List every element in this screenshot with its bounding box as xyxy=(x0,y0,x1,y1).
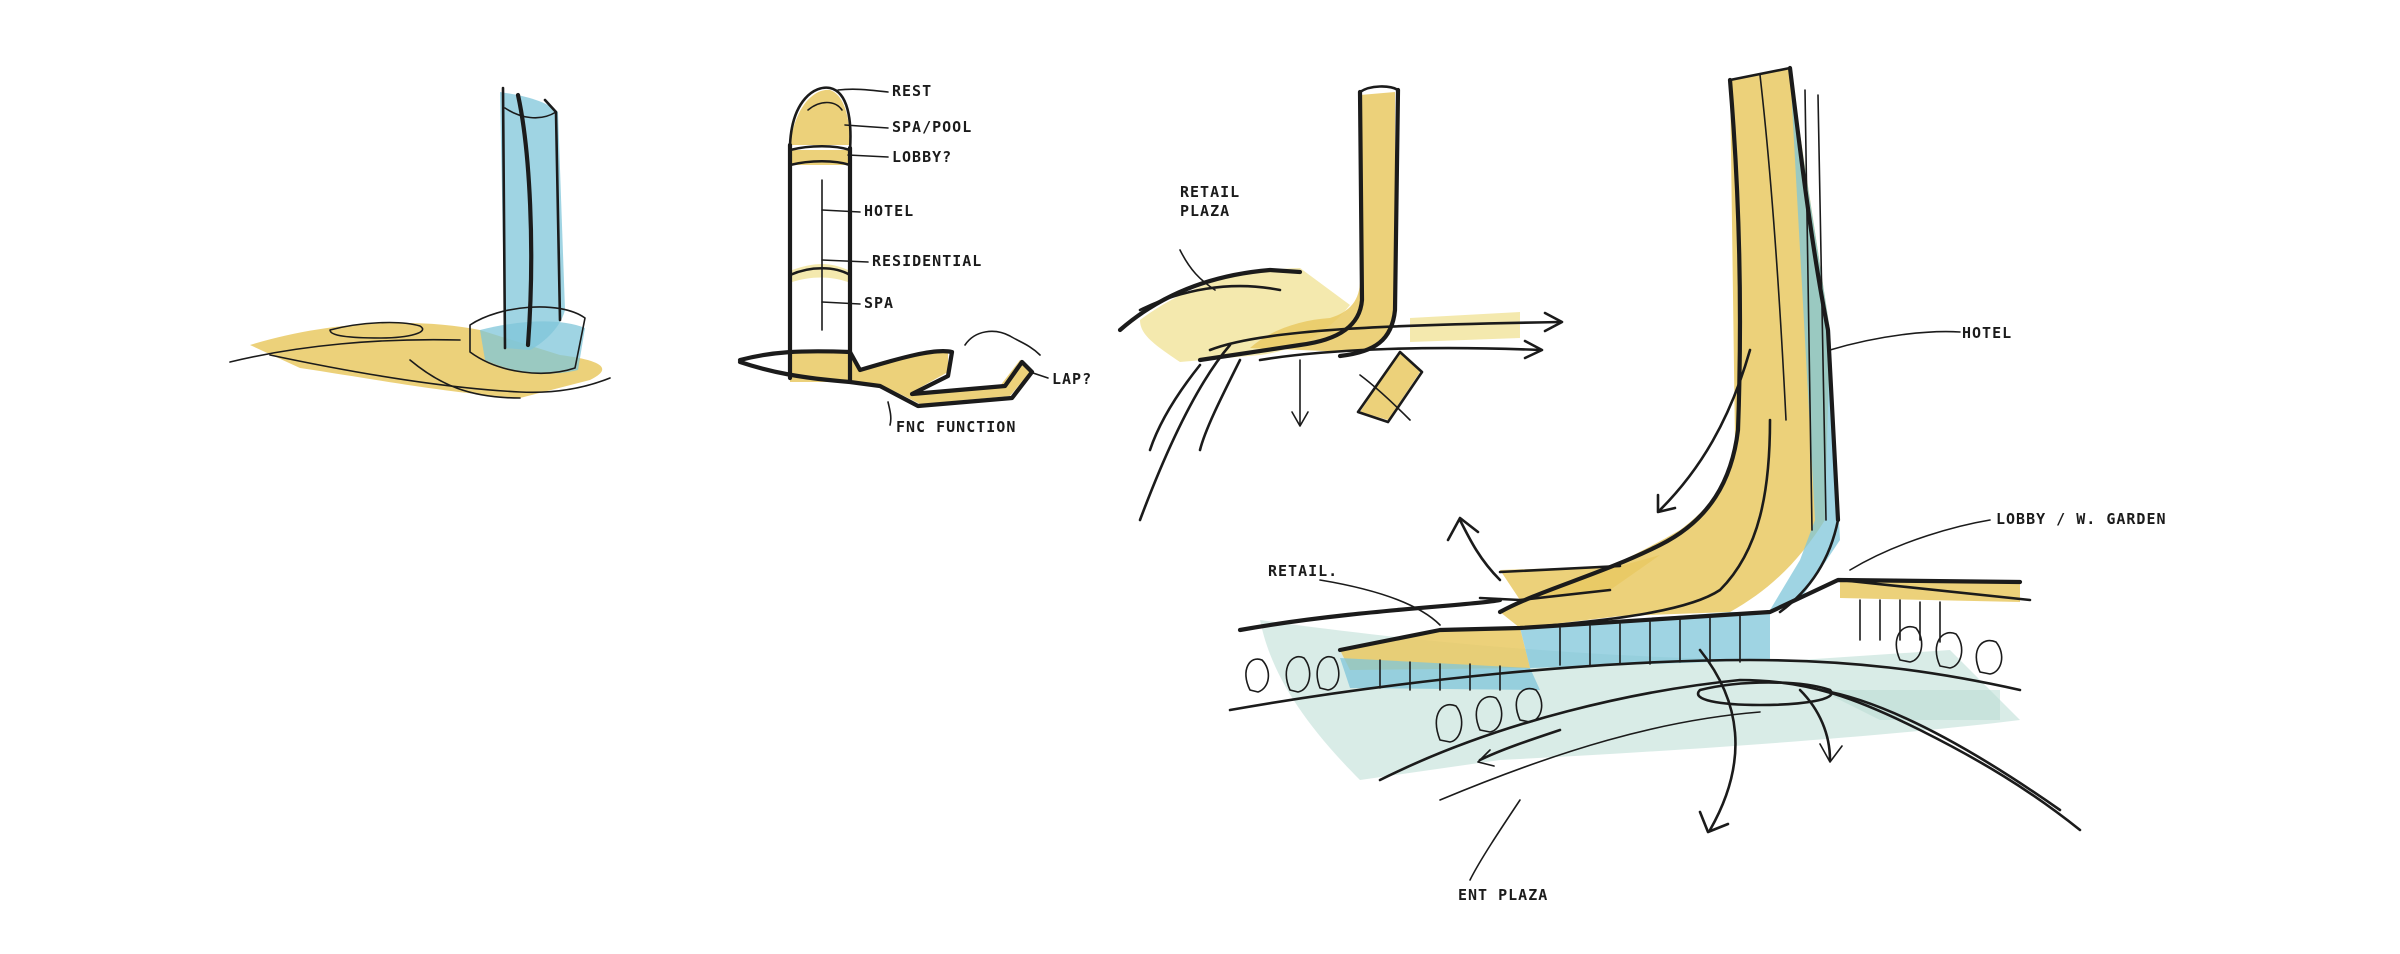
label-spa: SPA xyxy=(864,294,894,312)
label-lobby: LOBBY? xyxy=(892,148,952,166)
label-function: FNC FUNCTION xyxy=(896,418,1016,436)
labels-perspective-main: HOTEL LOBBY / W. GARDEN RETAIL. ENT PLAZ… xyxy=(1268,324,2167,904)
label-ent-plaza: ENT PLAZA xyxy=(1458,886,1548,904)
labels-l-tower-plaza: RETAIL PLAZA xyxy=(1180,183,1240,220)
label-hotel-main: HOTEL xyxy=(1962,324,2012,342)
label-spa-pool: SPA/POOL xyxy=(892,118,972,136)
sketch-tower-site xyxy=(229,86,611,399)
label-rest: REST xyxy=(892,82,932,100)
sketch-l-tower-plaza xyxy=(1117,85,1564,522)
sketch-perspective-main xyxy=(1228,65,2082,881)
sketch-program-stack xyxy=(737,86,1049,426)
label-retail-plaza-1: RETAIL xyxy=(1180,183,1240,201)
label-hotel-stack: HOTEL xyxy=(864,202,914,220)
label-lap: LAP? xyxy=(1052,370,1092,388)
label-lobby-garden: LOBBY / W. GARDEN xyxy=(1996,510,2167,528)
label-residential: RESIDENTIAL xyxy=(872,252,982,270)
label-retail-plaza-2: PLAZA xyxy=(1180,202,1230,220)
labels-program-stack: REST SPA/POOL LOBBY? HOTEL RESIDENTIAL S… xyxy=(864,82,1092,436)
label-retail-main: RETAIL. xyxy=(1268,562,1338,580)
